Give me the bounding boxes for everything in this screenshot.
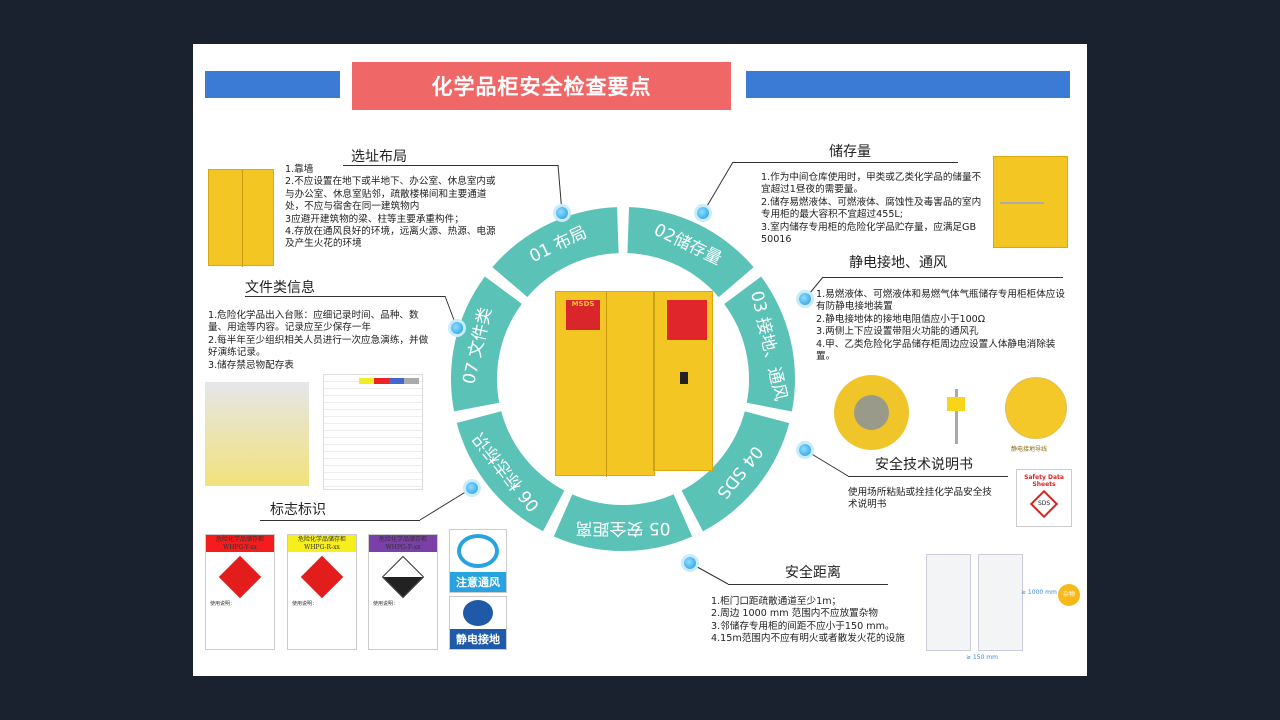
ring-segment-4 bbox=[681, 411, 790, 532]
yellow-cabinet-image bbox=[208, 169, 274, 267]
ring-segment-1 bbox=[492, 207, 619, 298]
connector-dot bbox=[466, 482, 478, 494]
ring-segment-2 bbox=[627, 207, 754, 298]
white-cabinet-2 bbox=[978, 554, 1023, 651]
sds-text: 使用场所粘贴或拴挂化学品安全技术说明书 bbox=[848, 487, 992, 511]
msds-box: MSDS bbox=[566, 300, 600, 330]
ring-segment-3 bbox=[724, 276, 795, 412]
fan-icon bbox=[457, 534, 499, 568]
cabinet-image: MSDS bbox=[555, 291, 655, 477]
vent-hole-image bbox=[834, 375, 909, 450]
connector-dot bbox=[799, 444, 811, 456]
static-eliminator-image bbox=[947, 389, 965, 444]
section-heading-layout: 选址布局 bbox=[351, 149, 407, 165]
connector-dot bbox=[451, 322, 463, 334]
connector-dot bbox=[697, 207, 709, 219]
storage-text: 1.作为中间仓库使用时，甲类或乙类化学品的储量不宜超过1昼夜的需要量。2.储存易… bbox=[761, 172, 982, 246]
ring-segment-5 bbox=[553, 494, 693, 551]
left-blue-bar bbox=[205, 71, 340, 98]
small-cabinet-image bbox=[993, 156, 1068, 248]
spill-response-image bbox=[205, 382, 309, 486]
debris-burst: 杂物 bbox=[1058, 584, 1080, 606]
connector-dot bbox=[684, 557, 696, 569]
section-heading-sds: 安全技术说明书 bbox=[875, 457, 973, 473]
gap-between-label: ≥ 150 mm bbox=[966, 654, 998, 661]
connector-lines bbox=[419, 161, 849, 585]
connector-dot bbox=[799, 293, 811, 305]
gap-side-label: ≥ 1000 mm bbox=[1021, 589, 1057, 596]
connector-dot bbox=[556, 207, 568, 219]
ring-segment-6 bbox=[456, 411, 565, 532]
ring-label-5: 05 安全距离 bbox=[575, 518, 670, 538]
page-title: 化学品柜安全检查要点 bbox=[352, 62, 731, 110]
section-heading-docs: 文件类信息 bbox=[245, 280, 315, 296]
section-heading-signs: 标志标识 bbox=[270, 502, 326, 518]
white-cabinet-1 bbox=[926, 554, 971, 651]
ground-icon bbox=[463, 600, 493, 626]
sds-binder-image: Safety Data Sheets SDS bbox=[1016, 469, 1072, 527]
incompatibility-table-image bbox=[323, 374, 423, 490]
section-heading-grounding: 静电接地、通风 bbox=[849, 255, 947, 271]
docs-text: 1.危险化学品出入台账：应细记录时间、品种、数量、用途等内容。记录应至少保存一年… bbox=[208, 310, 429, 371]
right-blue-bar bbox=[746, 71, 1070, 98]
ventilation-sign: 注意通风 bbox=[449, 529, 507, 593]
grounding-sign: 静电接地 bbox=[449, 596, 507, 650]
section-heading-distance: 安全距离 bbox=[785, 565, 841, 581]
ring-segment-7 bbox=[451, 276, 522, 412]
ground-wire-image bbox=[1005, 377, 1067, 439]
cabinet-door bbox=[653, 291, 713, 471]
ground-wire-caption: 静电接地导线 bbox=[1011, 446, 1048, 453]
section-heading-storage: 储存量 bbox=[829, 144, 871, 160]
